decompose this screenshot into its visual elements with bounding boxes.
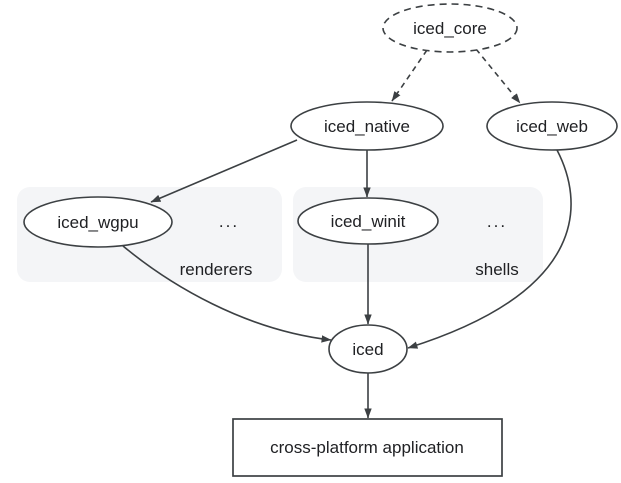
edge-iced_web-to-iced [407,149,572,349]
shells-group-label: shells [475,260,518,279]
node-cross-platform-application-label: cross-platform application [270,438,464,457]
node-iced-native-label: iced_native [324,117,410,136]
shells-ellipsis: ... [487,212,507,231]
node-iced-wgpu [23,196,173,248]
node-iced-winit-label: iced_winit [331,212,406,231]
node-iced-label: iced [352,340,383,359]
edge-iced_wgpu-to-iced [122,245,332,343]
node-iced-winit [297,197,439,245]
renderers-group-label: renderers [180,260,253,279]
node-cross-platform-application [232,418,503,477]
node-iced-native [290,101,444,151]
edge-iced_core-to-iced_native [391,49,428,102]
node-iced-web-label: iced_web [516,117,588,136]
node-iced-web [486,101,618,151]
node-iced-core [382,3,518,53]
node-iced-core-label: iced_core [413,19,487,38]
edge-iced_native-to-iced_wgpu [150,139,298,203]
node-iced-wgpu-label: iced_wgpu [57,213,138,232]
renderers-ellipsis: ... [219,212,239,231]
node-iced [328,324,408,374]
edge-iced_core-to-iced_web [475,48,521,104]
